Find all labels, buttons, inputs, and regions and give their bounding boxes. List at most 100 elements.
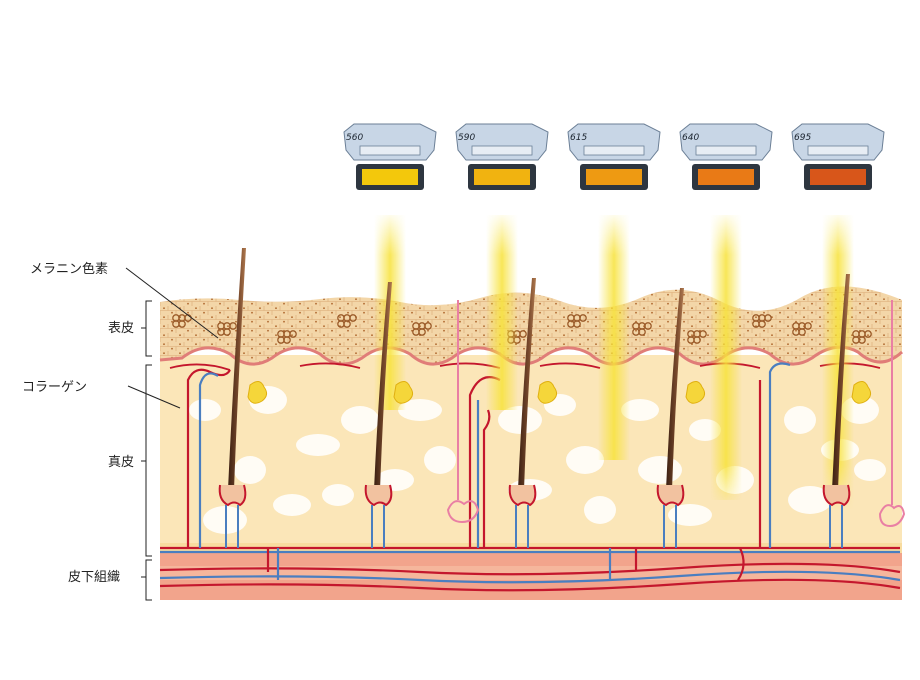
melanin-cluster: [752, 314, 772, 328]
melanin-leader-line: [125, 267, 219, 339]
bulb-vessels: [515, 505, 529, 548]
collagen-blob: [273, 494, 311, 516]
light-beam-590: [486, 215, 518, 410]
hair-bulb: [508, 484, 537, 507]
filter-slot: [695, 145, 757, 156]
filter-slot: [471, 145, 533, 156]
hair-shaft: [228, 248, 246, 490]
filter-head-590: 590: [455, 123, 549, 190]
sweat-gland-coil-1: [446, 500, 480, 524]
hair-shaft: [374, 282, 392, 490]
sweat-gland-coil-2: [878, 504, 906, 528]
melanin-cluster: [567, 314, 587, 328]
filter-slot: [359, 145, 421, 156]
vessel-loop-2: [198, 372, 219, 548]
sebaceous-gland: [537, 381, 558, 404]
collagen-blob: [398, 399, 442, 421]
artery-deep: [159, 562, 901, 576]
melanin-cluster: [687, 330, 707, 344]
sebaceous-gland: [685, 381, 706, 404]
hair-bulb: [656, 484, 685, 507]
dermis-bracket: [141, 364, 152, 557]
collagen-blob: [296, 434, 340, 456]
hair-shaft: [666, 288, 684, 490]
melanin-cluster: [277, 330, 297, 344]
dermis-label: 真皮: [108, 455, 134, 470]
filter-glass-640: [698, 169, 754, 185]
sweat-glands: [446, 300, 906, 528]
light-beam-615: [598, 215, 630, 460]
hair-follicle: [218, 248, 268, 548]
collagen-blob: [784, 406, 816, 434]
light-beam-560: [374, 215, 406, 410]
sebaceous-gland: [247, 381, 268, 404]
light-beam-640: [710, 215, 742, 500]
filter-slot: [583, 145, 645, 156]
epidermis-bracket: [141, 300, 152, 357]
epidermis-label: 表皮: [108, 321, 134, 336]
melanin-cluster: [632, 322, 652, 336]
collagen-blob: [788, 486, 832, 514]
vessel-loop-6: [768, 362, 791, 548]
filter-wavelength-label: 560: [346, 133, 363, 143]
melanin-cluster: [217, 322, 237, 336]
hair-follicle: [508, 278, 558, 548]
hair-follicles: [218, 248, 872, 548]
melanin-cluster: [792, 322, 812, 336]
hair-shaft: [518, 278, 536, 490]
sebaceous-gland: [851, 381, 872, 404]
vessel-loop-1: [186, 368, 231, 548]
collagen-blob: [322, 484, 354, 506]
collagen-blob: [498, 406, 542, 434]
collagen-blob: [189, 399, 221, 421]
hair-follicle: [822, 274, 872, 548]
dermis-layer: [160, 355, 902, 547]
collagen-blob: [234, 456, 266, 484]
artery-deep-2: [159, 578, 901, 592]
collagen-blob: [638, 456, 682, 484]
vein-deep: [159, 570, 901, 584]
blood-vessels: [159, 362, 901, 592]
subcutis-label: 皮下組織: [68, 570, 120, 585]
filter-head-695: 695: [791, 123, 885, 190]
filter-wavelength-label: 640: [682, 133, 699, 143]
filter-glass-590: [474, 169, 530, 185]
melanin-label: メラニン色素: [30, 261, 108, 277]
filter-glass-560: [362, 169, 418, 185]
subcutis-bracket: [141, 559, 152, 601]
bulb-vessels: [663, 505, 677, 548]
collagen-blob: [668, 504, 712, 526]
vessel-riser-5: [737, 547, 745, 581]
collagen-blob: [584, 496, 616, 524]
filter-wavelength-label: 590: [458, 133, 475, 143]
collagen-blob: [424, 446, 456, 474]
collagen-blob: [566, 446, 604, 474]
filter-wavelength-label: 695: [794, 133, 811, 143]
filter-glass-695: [810, 169, 866, 185]
filter-head-615: 615: [567, 123, 661, 190]
hair-bulb: [218, 484, 247, 507]
collagen-blob: [341, 406, 379, 434]
bulb-vessels: [829, 505, 843, 548]
ipl-filter-heads: 560 590 615 640 695: [343, 123, 885, 190]
sebaceous-gland: [393, 381, 414, 404]
filter-wavelength-label: 615: [570, 133, 587, 143]
basal-membrane: [159, 345, 904, 366]
hair-bulb: [364, 484, 393, 507]
hair-bulb: [822, 484, 851, 507]
filter-head-560: 560: [343, 123, 437, 190]
collagen-leader-line: [127, 385, 181, 409]
vessel-loop-4: [482, 409, 491, 548]
melanin-cluster: [412, 322, 432, 336]
filter-glass-615: [586, 169, 642, 185]
hair-shaft: [832, 274, 850, 490]
filter-head-640: 640: [679, 123, 773, 190]
bulb-vessels: [371, 505, 385, 548]
label-group: メラニン色素 表皮 コラーゲン 真皮 皮下組織: [22, 261, 219, 601]
bulb-vessels: [225, 505, 239, 548]
melanin-cluster: [337, 314, 357, 328]
collagen-blob: [621, 399, 659, 421]
hair-follicle: [656, 288, 706, 548]
vessel-top-loops: [169, 362, 881, 371]
